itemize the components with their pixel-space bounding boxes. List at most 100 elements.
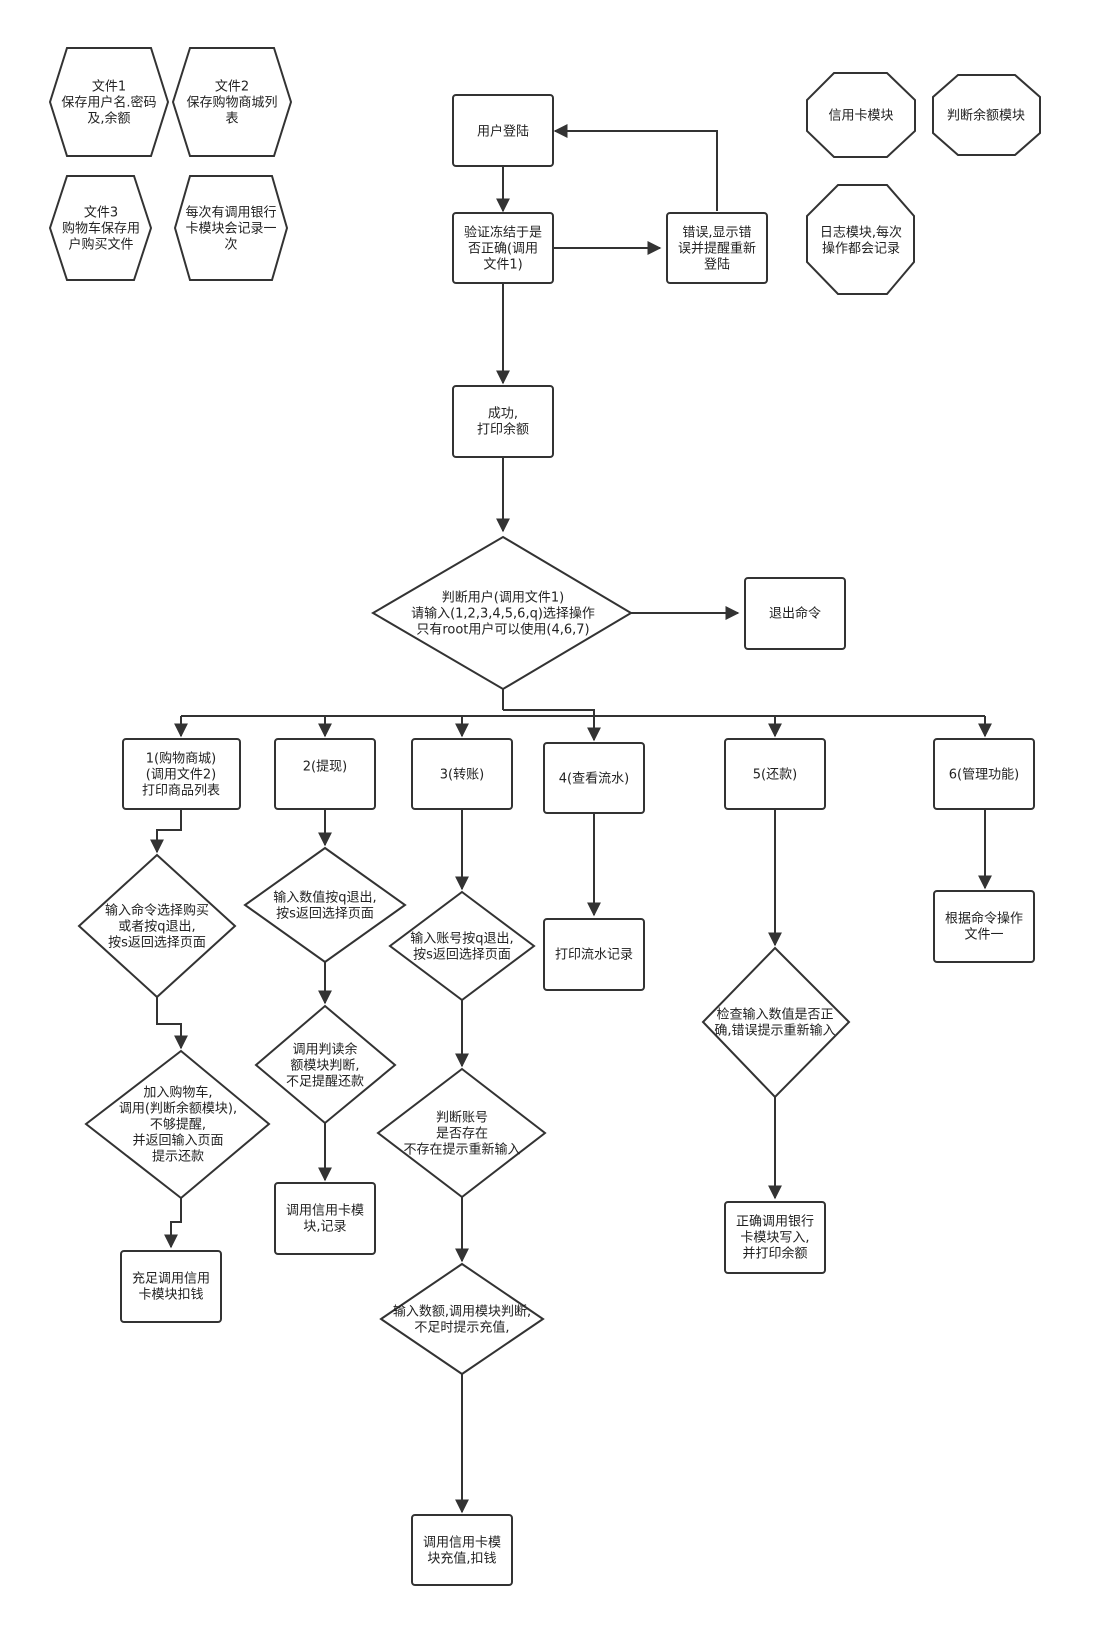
node-opt3-text-line-1: 3(转账) (440, 768, 484, 783)
node-opt5 (724, 738, 826, 810)
node-opt6 (933, 738, 1035, 810)
decision-transfer-input-text-line-2: 按s返回选择页面 (413, 948, 511, 963)
decision-transfer-check-text: 判断账号是否存在不存在提示重新输入 (403, 1111, 520, 1158)
node-admin-op-text-line-1: 根据命令操作 (945, 911, 1023, 927)
decision-transfer-input-text: 输入账号按q退出,按s返回选择页面 (410, 931, 513, 963)
node-shop-pay-text: 充足调用信用卡模块扣钱 (132, 1271, 210, 1303)
node-shop-pay (120, 1250, 222, 1323)
node-opt2 (274, 738, 376, 810)
decision-withdraw-check (254, 1004, 397, 1125)
node-repay-write-text-line-1: 正确调用银行 (736, 1215, 814, 1230)
edge-cart-pay (164, 1198, 182, 1249)
decision-cart-add-text-line-3: 不够提醒, (150, 1117, 206, 1133)
legend-credit-module-text: 信用卡模块 (828, 109, 893, 124)
edge-opt1-shop-input (150, 807, 182, 854)
decision-shop-input-text-line-2: 或者按q退出, (118, 920, 195, 935)
node-verify (452, 212, 554, 284)
edge-shop-input-cart (156, 997, 188, 1050)
node-transfer-charge-text: 调用信用卡模块充值,扣钱 (423, 1536, 501, 1567)
legend-balance-module-text-line-1: 判断余额模块 (947, 108, 1025, 124)
node-error-text-line-1: 错误,显示错 (682, 226, 751, 241)
legend-credit-module-octagon (806, 72, 916, 158)
decision-cart-add (84, 1049, 271, 1200)
node-login-text-line-1: 用户登陆 (477, 124, 529, 140)
node-withdraw-record-text-line-1: 调用信用卡模 (286, 1204, 364, 1219)
legend-bank-log-text: 每次有调用银行卡模块会记录一次 (185, 205, 276, 253)
decision-judge-user-text: 判断用户(调用文件1)请输入(1,2,3,4,5,6,q)选择操作只有root用… (411, 590, 595, 638)
node-repay-write-text-line-2: 卡模块写入, (740, 1231, 809, 1246)
decision-cart-add-text-line-2: 调用(判断余额模块), (119, 1101, 237, 1117)
decision-transfer-input (388, 890, 536, 1002)
edges (150, 124, 992, 1514)
node-verify-text: 验证冻结于是否正确(调用文件1) (464, 225, 542, 273)
decision-withdraw-input (243, 846, 407, 964)
legend-balance-module-octagon (932, 74, 1041, 156)
node-withdraw-record-text: 调用信用卡模块,记录 (286, 1204, 364, 1235)
node-opt4-text: 4(查看流水) (559, 771, 629, 787)
decision-withdraw-check-text: 调用判读余额模块判断,不足提醒还款 (286, 1042, 364, 1090)
legend-file2-hexagon (171, 47, 293, 157)
legend-file2-text-line-1: 文件2 (215, 80, 249, 95)
legend-balance-module-text: 判断余额模块 (947, 108, 1025, 124)
node-error-text-line-2: 误并提醒重新 (678, 241, 756, 257)
decision-diamonds: 判断用户(调用文件1)请输入(1,2,3,4,5,6,q)选择操作只有root用… (77, 535, 851, 1376)
decision-transfer-check-text-line-3: 不存在提示重新输入 (403, 1142, 520, 1158)
decision-judge-user (371, 535, 633, 691)
edge-error-login (553, 124, 718, 211)
legend-bank-log-hexagon (173, 175, 289, 281)
legend-file3-text-line-1: 文件3 (84, 206, 118, 221)
node-success-text-line-2: 打印余额 (477, 422, 529, 438)
node-repay-write-text: 正确调用银行卡模块写入,并打印余额 (736, 1215, 814, 1262)
legend-bank-log-text-line-1: 每次有调用银行 (185, 205, 276, 221)
node-login-text: 用户登陆 (477, 124, 529, 140)
edge-judge-options-bus (181, 689, 985, 717)
decision-cart-add-text-line-4: 并返回输入页面 (132, 1133, 223, 1149)
legend-log-module-text-line-2: 操作都会记录 (822, 241, 900, 257)
node-login (452, 94, 554, 167)
node-repay-write (724, 1201, 826, 1274)
legend-file2-text-line-3: 表 (225, 112, 238, 127)
node-opt6-text: 6(管理功能) (949, 768, 1019, 783)
node-transfer-charge (411, 1514, 513, 1586)
decision-cart-add-text-line-1: 加入购物车, (143, 1085, 212, 1101)
node-admin-op-text: 根据命令操作文件一 (945, 911, 1023, 943)
node-opt1-text-line-2: (调用文件2) (146, 768, 216, 783)
legend-log-module-octagon (806, 184, 915, 295)
decision-withdraw-check-text-line-1: 调用判读余 (292, 1042, 357, 1058)
node-flow-print-text: 打印流水记录 (555, 948, 633, 963)
node-exit (744, 577, 846, 650)
node-error-text-line-3: 登陆 (704, 257, 730, 273)
legend-log-module-text-line-1: 日志模块,每次 (820, 225, 902, 241)
node-success-text: 成功,打印余额 (477, 407, 529, 438)
node-withdraw-record (274, 1182, 376, 1255)
node-opt4 (543, 742, 645, 814)
legend-file1-text-line-3: 及,余额 (87, 111, 130, 127)
node-opt1-text-line-3: 打印商品列表 (142, 784, 220, 799)
decision-shop-input (77, 853, 237, 999)
node-opt5-text-line-1: 5(还款) (753, 768, 797, 783)
decision-judge-user-text-line-2: 请输入(1,2,3,4,5,6,q)选择操作 (411, 606, 595, 622)
decision-cart-add-text: 加入购物车,调用(判断余额模块),不够提醒,并返回输入页面提示还款 (119, 1085, 237, 1165)
decision-transfer-amount (379, 1262, 545, 1376)
decision-judge-user-text-line-3: 只有root用户可以使用(4,6,7) (416, 622, 589, 638)
node-opt1 (122, 738, 241, 810)
decision-repay-check-text-line-2: 确,错误提示重新输入 (714, 1023, 835, 1039)
legend-log-module-text: 日志模块,每次操作都会记录 (820, 225, 902, 257)
node-verify-text-line-1: 验证冻结于是 (464, 225, 542, 241)
node-shop-pay-text-line-2: 卡模块扣钱 (138, 1288, 203, 1303)
decision-repay-check-text-line-1: 检查输入数值是否正 (716, 1007, 833, 1023)
node-opt2-text-line-1: 2(提现) (303, 759, 347, 775)
node-exit-text-line-1: 退出命令 (769, 606, 821, 622)
node-success (452, 385, 554, 458)
node-admin-op-text-line-2: 文件一 (964, 928, 1003, 943)
node-flow-print-text-line-1: 打印流水记录 (555, 948, 633, 963)
node-admin-op (933, 890, 1035, 963)
legend-file1-text-line-2: 保存用户名.密码 (61, 95, 156, 111)
decision-transfer-amount-text-line-2: 不足时提示充值, (414, 1320, 509, 1336)
decision-transfer-input-text-line-1: 输入账号按q退出, (410, 931, 513, 947)
decision-judge-user-text-line-1: 判断用户(调用文件1) (442, 590, 564, 606)
node-verify-text-line-3: 文件1) (483, 258, 522, 273)
node-flow-print (543, 918, 645, 991)
